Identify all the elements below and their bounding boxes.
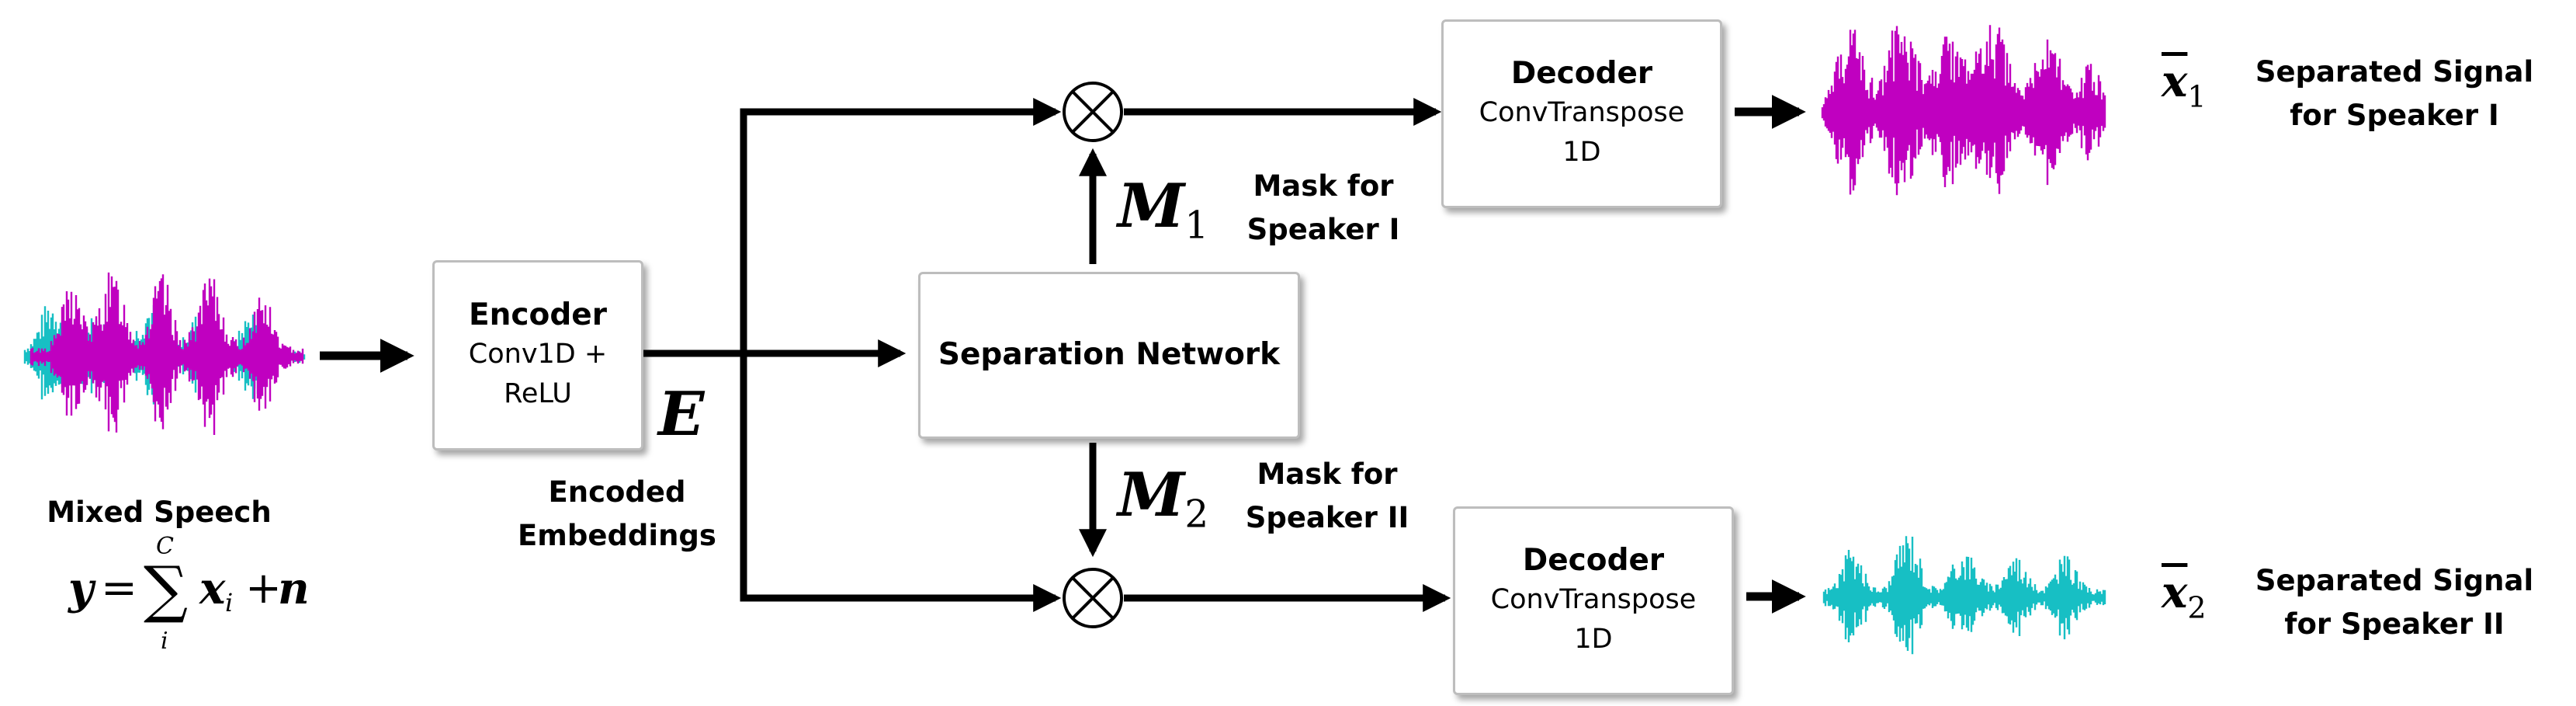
- mask2-label-line1: Mask for: [1257, 457, 1398, 491]
- arrow-embedding-to-mask-top: [740, 98, 1062, 353]
- formula-equals: =: [101, 563, 137, 614]
- separation-network-title: Separation Network: [938, 337, 1281, 373]
- decoder-bottom-box: Decoder ConvTranspose 1D: [1453, 506, 1734, 695]
- mask1-symbol: M1: [1118, 171, 1209, 248]
- output1-label-line2: for Speaker I: [2290, 98, 2499, 132]
- circled-times-icon: [1063, 82, 1123, 142]
- formula-lhs: y: [68, 563, 94, 614]
- encoded-embeddings-label: Encoded Embeddings: [497, 471, 737, 557]
- mask2-label: Mask for Speaker II: [1230, 453, 1424, 539]
- decoder-top-box: Decoder ConvTranspose 1D: [1441, 19, 1722, 208]
- separation-network-box: Separation Network: [918, 272, 1300, 439]
- separated-waveform-speaker2: [1822, 536, 2106, 655]
- decoder-bottom-subtitle-line1: ConvTranspose: [1490, 584, 1697, 616]
- formula-plus: +: [245, 563, 282, 614]
- output2-label-line1: Separated Signal: [2255, 564, 2534, 597]
- arrow-embedding-to-mask-bottom: [740, 353, 1062, 612]
- formula-sum-lower: i: [161, 628, 168, 655]
- output2-label-line2: for Speaker II: [2284, 607, 2505, 641]
- formula-term: x: [199, 563, 226, 614]
- output1-symbol: x1: [2162, 56, 2207, 114]
- mask1-label-line2: Speaker I: [1246, 212, 1400, 246]
- encoder-box: Encoder Conv1D + ReLU: [432, 260, 643, 450]
- output2-label: Separated Signal for Speaker II: [2247, 559, 2542, 645]
- separated-waveform-speaker1: [1821, 25, 2106, 196]
- embedding-symbol: E: [658, 379, 705, 450]
- formula-noise: n: [278, 563, 310, 614]
- output2-symbol: x2: [2162, 567, 2207, 625]
- output1-label: Separated Signal for Speaker I: [2247, 50, 2542, 137]
- circled-times-icon: [1063, 568, 1123, 628]
- mask2-label-line2: Speaker II: [1245, 500, 1409, 534]
- formula-sigma: ∑: [144, 553, 189, 625]
- output1-label-line1: Separated Signal: [2255, 55, 2534, 89]
- mixed-speech-label: Mixed Speech: [47, 496, 272, 529]
- decoder-top-subtitle-line2: 1D: [1562, 136, 1601, 168]
- encoder-title: Encoder: [469, 297, 607, 333]
- decoder-top-title: Decoder: [1510, 56, 1653, 92]
- mask2-symbol: M2: [1118, 460, 1209, 537]
- decoder-bottom-subtitle-line2: 1D: [1574, 623, 1613, 655]
- formula-sum-upper: C: [156, 533, 174, 560]
- decoder-top-subtitle-line1: ConvTranspose: [1479, 97, 1685, 129]
- mixed-speech-waveform-speaker1: [29, 272, 304, 435]
- mask1-label-line1: Mask for: [1253, 169, 1394, 203]
- formula-term-sub: i: [225, 588, 234, 617]
- mask1-label: Mask for Speaker I: [1230, 165, 1416, 251]
- encoder-subtitle-line2: ReLU: [504, 377, 572, 409]
- decoder-bottom-title: Decoder: [1522, 543, 1665, 579]
- encoded-embeddings-line2: Embeddings: [518, 518, 716, 552]
- encoder-subtitle-line1: Conv1D +: [468, 339, 608, 370]
- encoded-embeddings-line1: Encoded: [548, 475, 686, 509]
